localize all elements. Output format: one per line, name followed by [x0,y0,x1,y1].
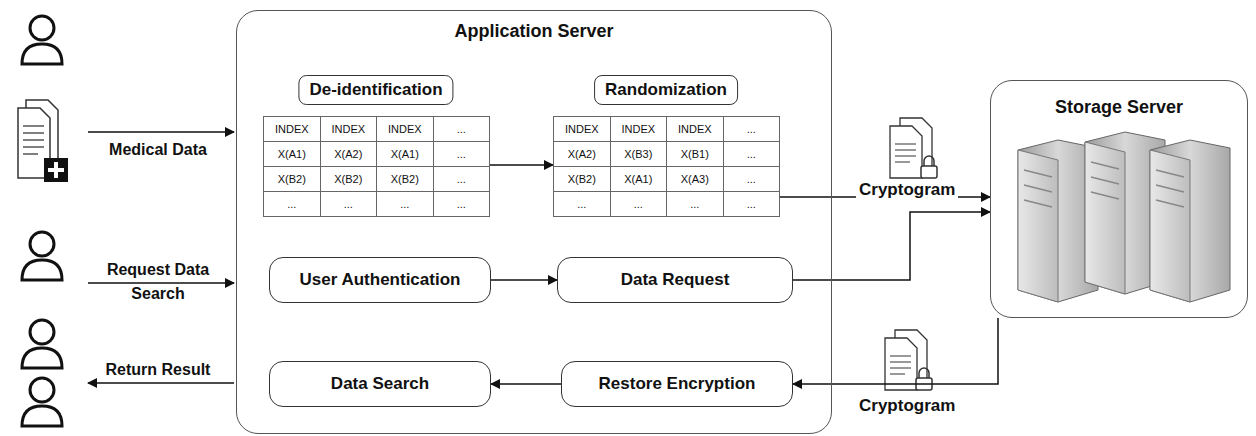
box-label: Data Request [621,270,730,290]
input-arrow [88,282,234,284]
flow-arrow [489,164,553,166]
encrypted-document-icon [890,118,937,178]
table-cell: X(B2) [321,167,378,192]
box-label: Data Search [331,374,429,394]
table-cell: X(B1) [667,142,724,167]
table-cell: ... [321,192,378,217]
table-cell: X(A2) [554,142,611,167]
flow-label: Medical Data [88,138,228,162]
table-cell: X(B2) [377,167,434,192]
user-icon [22,16,62,64]
table-cell: X(B2) [554,167,611,192]
data-table: INDEXINDEXINDEX...X(A2)X(B3)X(B1)...X(B2… [553,116,780,217]
process-box: User Authentication [269,257,491,303]
table-cell: INDEX [264,117,321,142]
table-cell: X(A2) [321,142,378,167]
table-cell: INDEX [611,117,668,142]
user-icon [22,232,62,280]
flow-arrow [793,212,990,280]
encrypted-document-icon [885,330,932,390]
step-heading: De-identification [298,75,453,105]
server-rack-illustration [1018,132,1230,302]
user-arrows [88,132,234,383]
output-arrow [88,382,234,384]
table-cell: INDEX [377,117,434,142]
table-cell: X(A1) [377,142,434,167]
frame-title: Storage Server [991,97,1247,118]
process-box: Data Search [269,361,491,407]
table-cell: INDEX [554,117,611,142]
flow-arrow [491,279,557,281]
flow-arrow [491,383,561,385]
table-cell: X(A1) [611,167,668,192]
table-cell: ... [434,167,491,192]
flow-label: Return Result [88,358,228,382]
user-icon [22,320,62,368]
storage-frame: Storage Server [990,80,1248,318]
edge-label: Cryptogram [856,180,958,200]
edge-label: Cryptogram [856,396,958,416]
table-cell: ... [264,192,321,217]
user-icons [22,16,62,426]
table-cell: X(A1) [264,142,321,167]
table-group: RandomizationINDEXINDEXINDEX...X(A2)X(B3… [553,75,779,216]
table-cell: X(A3) [667,167,724,192]
table-cell: INDEX [321,117,378,142]
table-group: De-identificationINDEXINDEXINDEX...X(A1)… [263,75,489,216]
table-cell: ... [434,117,491,142]
table-cell: ... [554,192,611,217]
box-label: User Authentication [300,270,461,290]
data-table: INDEXINDEXINDEX...X(A1)X(A2)X(A1)...X(B2… [263,116,490,217]
step-heading: Randomization [594,75,738,105]
table-cell: INDEX [667,117,724,142]
table-cell: X(B3) [611,142,668,167]
table-cell: ... [434,192,491,217]
flow-arrow [793,318,998,384]
flow-label: Request Data Search [88,258,228,306]
table-cell: ... [377,192,434,217]
table-cell: ... [724,192,781,217]
process-box: Restore Encryption [561,361,793,407]
table-cell: ... [724,117,781,142]
server-frame: Application ServerDe-identificationINDEX… [236,10,832,434]
medical-document-icon [18,100,68,182]
table-cell: ... [724,142,781,167]
table-cell: ... [667,192,724,217]
input-arrow [88,131,234,133]
process-box: Data Request [557,257,793,303]
box-label: Restore Encryption [599,374,756,394]
table-cell: ... [611,192,668,217]
table-cell: ... [724,167,781,192]
user-icon [22,378,62,426]
table-cell: ... [434,142,491,167]
frame-title: Application Server [237,21,831,42]
table-cell: X(B2) [264,167,321,192]
